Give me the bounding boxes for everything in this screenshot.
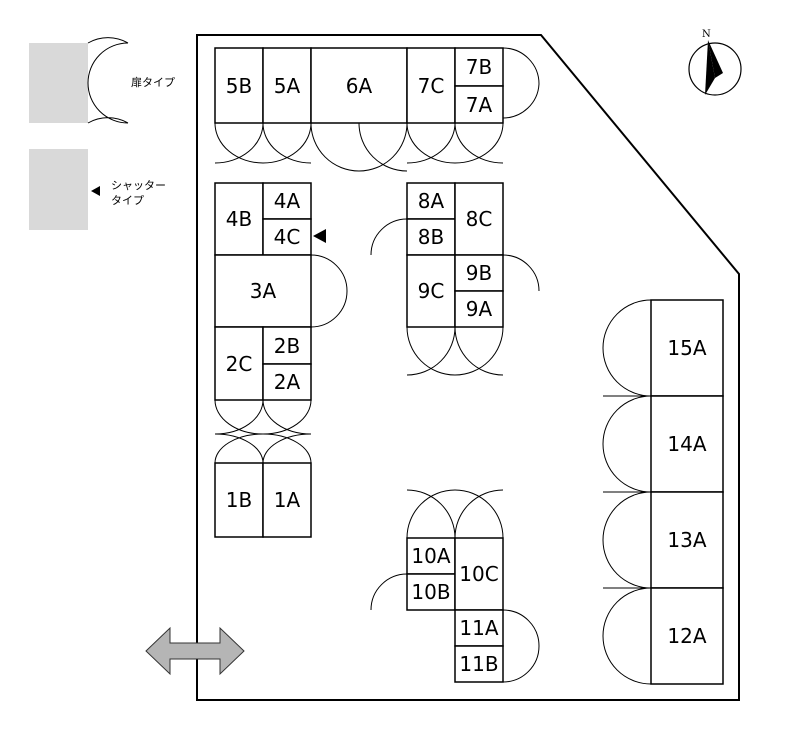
unit-label-10B: 10B	[411, 580, 450, 604]
unit-2A[interactable]	[262, 363, 312, 401]
unit-8B[interactable]	[406, 218, 456, 256]
unit-label-4A: 4A	[274, 189, 301, 213]
unit-label-9B: 9B	[466, 261, 492, 285]
shutter-marker-icon	[91, 186, 100, 196]
legend-shutter-swatch	[29, 149, 88, 230]
unit-label-4C: 4C	[274, 225, 301, 249]
unit-label-13A: 13A	[667, 528, 706, 552]
unit-label-11B: 11B	[459, 652, 498, 676]
unit-5B[interactable]	[214, 47, 264, 124]
unit-label-7C: 7C	[418, 74, 445, 98]
site-boundary	[196, 34, 740, 701]
unit-label-5B: 5B	[226, 74, 252, 98]
unit-label-8B: 8B	[418, 225, 444, 249]
unit-10C[interactable]	[454, 537, 504, 611]
unit-8C[interactable]	[454, 182, 504, 256]
unit-2B[interactable]	[262, 326, 312, 365]
unit-9A[interactable]	[454, 290, 504, 328]
unit-label-10C: 10C	[459, 562, 498, 586]
unit-9C[interactable]	[406, 254, 456, 328]
unit-label-7A: 7A	[466, 93, 493, 117]
unit-label-7B: 7B	[466, 55, 492, 79]
door-swing-icon	[87, 37, 129, 124]
unit-label-2A: 2A	[274, 370, 301, 394]
unit-7B[interactable]	[454, 47, 504, 87]
door-swings	[214, 47, 652, 685]
unit-label-3A: 3A	[250, 279, 277, 303]
unit-4A[interactable]	[262, 182, 312, 220]
unit-label-8C: 8C	[466, 207, 493, 231]
unit-label-11A: 11A	[459, 616, 498, 640]
unit-4B[interactable]	[214, 182, 264, 256]
unit-1B[interactable]	[214, 462, 264, 538]
unit-label-2B: 2B	[274, 334, 300, 358]
unit-6A[interactable]	[310, 47, 408, 124]
unit-14A[interactable]	[650, 395, 724, 493]
storage-units	[214, 47, 724, 685]
compass-north-label: N	[702, 29, 711, 40]
legend-shutter-label-2: タイプ	[111, 194, 144, 207]
unit-label-1A: 1A	[274, 488, 301, 512]
legend-door-label: 扉タイプ	[131, 76, 175, 89]
unit-5A[interactable]	[262, 47, 312, 124]
unit-label-5A: 5A	[274, 74, 301, 98]
unit-label-15A: 15A	[667, 336, 706, 360]
unit-labels: 5B 5A 6A 7C 7B 7A 4B 4A 4C 3A 2C 2B 2A 1…	[226, 55, 707, 676]
unit-1A[interactable]	[262, 462, 312, 538]
unit-label-9A: 9A	[466, 297, 493, 321]
unit-11B[interactable]	[454, 645, 504, 683]
unit-label-8A: 8A	[418, 189, 445, 213]
legend: 扉タイプ シャッター タイプ	[29, 37, 175, 230]
shutter-marker-icon	[313, 229, 326, 243]
unit-8A[interactable]	[406, 182, 456, 220]
legend-door-swatch	[29, 43, 88, 123]
unit-12A[interactable]	[650, 587, 724, 685]
compass: N	[688, 29, 742, 96]
unit-13A[interactable]	[650, 491, 724, 589]
entrance-arrow-icon	[145, 626, 245, 676]
legend-shutter-label-1: シャッター	[111, 179, 166, 192]
unit-7A[interactable]	[454, 85, 504, 124]
unit-label-6A: 6A	[346, 74, 373, 98]
north-arrow-icon	[708, 40, 723, 78]
north-arrow-icon-half	[705, 40, 715, 95]
unit-2C[interactable]	[214, 326, 264, 401]
compass-ring	[688, 42, 742, 96]
unit-label-10A: 10A	[411, 544, 450, 568]
unit-label-4B: 4B	[226, 207, 252, 231]
unit-label-12A: 12A	[667, 624, 706, 648]
unit-label-1B: 1B	[226, 488, 252, 512]
unit-9B[interactable]	[454, 254, 504, 292]
unit-label-9C: 9C	[418, 279, 445, 303]
unit-label-2C: 2C	[226, 352, 253, 376]
unit-label-14A: 14A	[667, 432, 706, 456]
